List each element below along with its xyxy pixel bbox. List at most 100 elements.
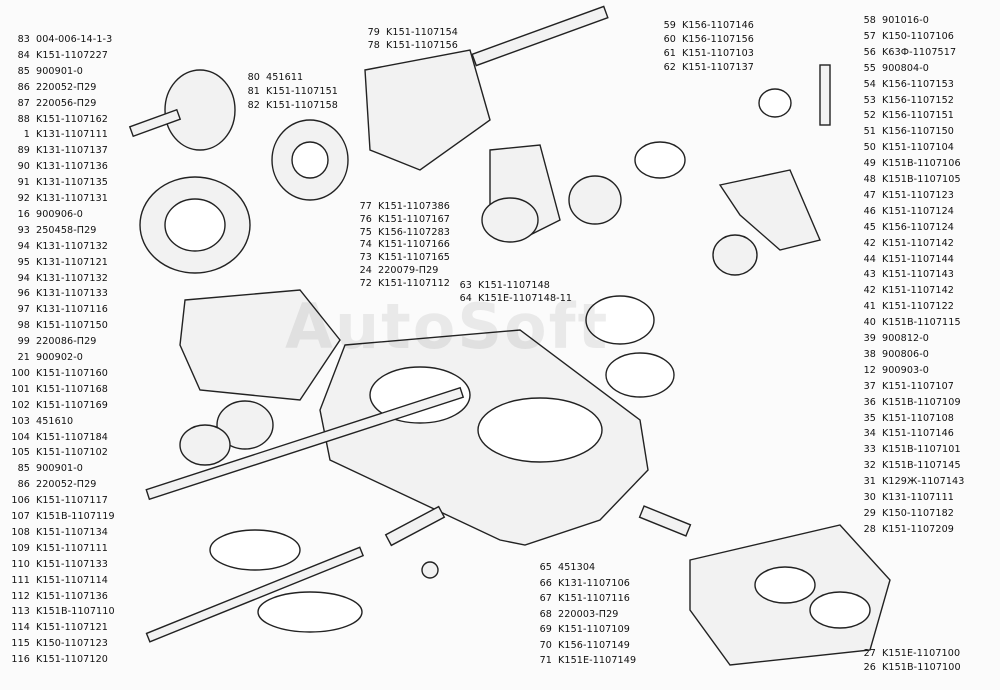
- part-number: 28: [863, 523, 876, 535]
- part-number: 43: [863, 269, 876, 281]
- part-number: 65: [539, 562, 552, 573]
- part-number: 107: [11, 511, 30, 522]
- part-code: K151-1107142: [882, 285, 954, 297]
- part-code: K150-1107182: [882, 507, 954, 519]
- part-number: 46: [863, 205, 876, 217]
- part-number: 38: [863, 348, 876, 360]
- part-code: K151-1107114: [36, 574, 108, 586]
- part-code: K151-1107167: [378, 213, 450, 225]
- part-number: 44: [863, 253, 876, 265]
- part-code: K151-1107134: [36, 526, 108, 538]
- part-code: K151-1107103: [682, 48, 754, 59]
- part-code: K151B-1107115: [882, 317, 961, 329]
- valve-body: [364, 49, 491, 171]
- part-number: 92: [17, 193, 30, 204]
- lever-bracket: [718, 169, 821, 251]
- part-number: 56: [863, 46, 876, 58]
- part-code: 220086-П29: [36, 336, 97, 348]
- part-number: 86: [17, 479, 30, 491]
- part-code: 451611: [266, 72, 304, 83]
- part-code: K151-1107111: [36, 542, 108, 554]
- idle-jet: [384, 505, 446, 547]
- part-code: K131-1107111: [882, 492, 954, 503]
- part-number: 106: [11, 495, 30, 507]
- part-number: 73: [359, 252, 372, 264]
- part-code: 451304: [558, 562, 596, 573]
- part-number: 37: [863, 380, 876, 392]
- part-number: 35: [863, 412, 876, 424]
- part-number: 74: [359, 239, 372, 251]
- part-code: K156-1107124: [882, 221, 954, 233]
- part-number: 67: [539, 593, 552, 604]
- part-number: 80: [247, 72, 260, 83]
- part-number: 42: [863, 285, 876, 297]
- part-code: K151-1107122: [882, 301, 954, 313]
- part-number: 96: [17, 288, 30, 300]
- part-number: 27: [863, 648, 876, 659]
- watermark: AutoSoft: [285, 290, 610, 363]
- part-number: 109: [11, 542, 30, 554]
- part-code: K151-1107109: [558, 624, 630, 635]
- part-code: K151-1107162: [36, 113, 108, 125]
- part-number: 26: [863, 662, 876, 673]
- part-code: K151E-1107148-11: [478, 293, 573, 304]
- part-number: 39: [863, 333, 876, 344]
- part-number: 111: [11, 574, 30, 586]
- part-code: K131-1107137: [36, 145, 108, 157]
- part-label: 111 K151-1107114: [4, 575, 146, 586]
- ring-mid: [758, 88, 792, 118]
- part-number: 48: [863, 174, 876, 185]
- part-number: 36: [863, 396, 876, 408]
- part-label: 109 K151-1107111: [4, 543, 146, 554]
- part-code: K151-1107102: [36, 447, 108, 459]
- part-number: 115: [11, 638, 30, 650]
- part-code: K131-1107135: [36, 177, 108, 189]
- part-code: 901016-0: [882, 15, 929, 26]
- part-code: K156-1107152: [882, 94, 954, 106]
- part-number: 85: [17, 463, 30, 475]
- part-number: 59: [663, 20, 676, 31]
- part-code: K151-1107386: [378, 201, 450, 212]
- spring-lower: [605, 352, 675, 398]
- part-number: 83: [17, 34, 30, 45]
- part-code: K131-1107116: [36, 304, 108, 316]
- part-code: K129Ж-1107143: [882, 476, 965, 488]
- part-code: 220056-П29: [36, 97, 97, 109]
- part-number: 84: [17, 49, 30, 61]
- part-code: K156-1107149: [558, 639, 630, 651]
- part-code: K151-1107137: [682, 62, 754, 73]
- throttle-plate: [209, 529, 301, 571]
